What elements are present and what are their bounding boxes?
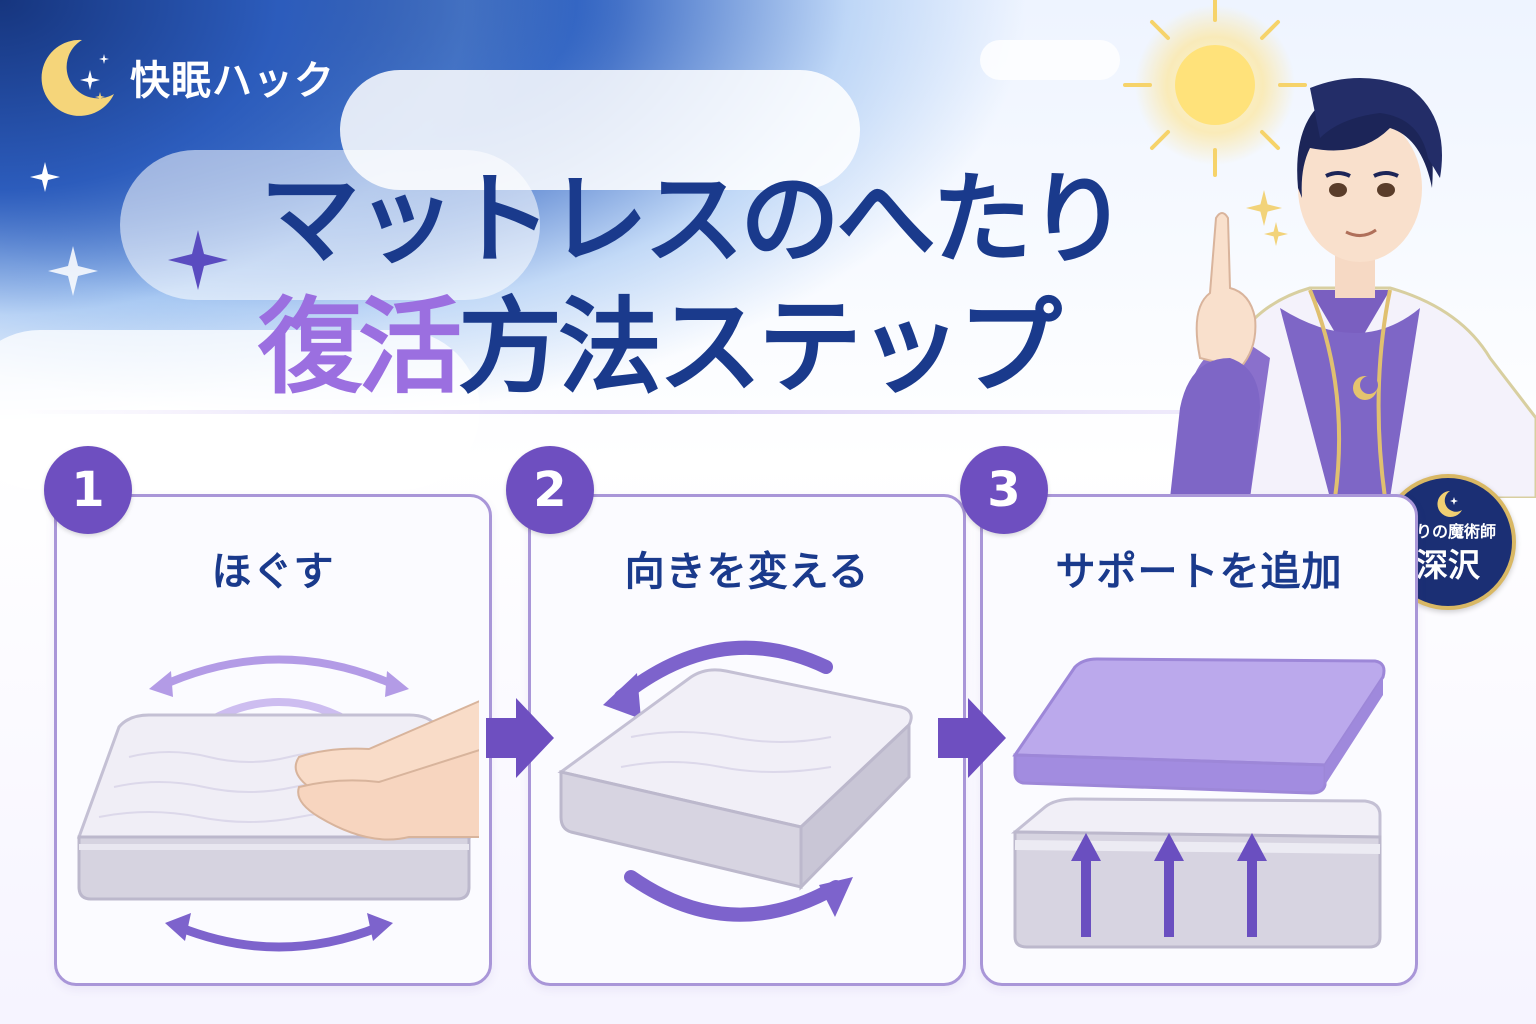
next-step-arrow-icon	[938, 698, 1006, 778]
cloud	[120, 150, 540, 300]
step-card-1: ほぐす	[54, 494, 492, 986]
step-number-3: 3	[960, 446, 1048, 534]
step-label: サポートを追加	[1055, 549, 1343, 595]
badge-name: 深沢	[1415, 546, 1480, 584]
title-main: 方法ステップ	[458, 286, 1062, 408]
step-number-1: 1	[44, 446, 132, 534]
sleep-wizard-character	[1170, 78, 1536, 498]
next-step-arrow-icon	[486, 698, 554, 778]
brand: 快眠ハック	[30, 32, 335, 122]
hands-massaging-mattress-icon	[76, 655, 479, 952]
step-number-2: 2	[506, 446, 594, 534]
sparkle-icon	[30, 162, 60, 192]
sparkle-icon	[168, 230, 228, 290]
sparkle-icon	[1246, 190, 1282, 226]
brand-name: 快眠ハック	[130, 58, 335, 104]
crescent-moon-icon	[41, 39, 115, 116]
crescent-moon-icon	[1437, 491, 1462, 517]
step-label: ほぐす	[211, 549, 335, 595]
step-label: 向きを変える	[624, 549, 870, 595]
rotate-mattress-icon	[557, 640, 913, 922]
sun-icon	[1123, 0, 1307, 177]
divider	[20, 410, 1180, 414]
page-title-line2: 復活方法ステップ	[258, 262, 1062, 413]
step-card-2: 向きを変える	[528, 494, 966, 986]
cloud	[980, 40, 1120, 80]
page-title-line1: マットレスのへたり	[260, 161, 1128, 278]
sparkle-icon	[1264, 222, 1288, 246]
step-card-3: サポートを追加	[980, 494, 1418, 986]
title-accent: 復活	[258, 286, 462, 408]
badge-title: 眠りの魔術師	[1399, 522, 1496, 541]
topper-on-mattress-icon	[1010, 657, 1386, 949]
sparkle-icon	[48, 246, 98, 296]
